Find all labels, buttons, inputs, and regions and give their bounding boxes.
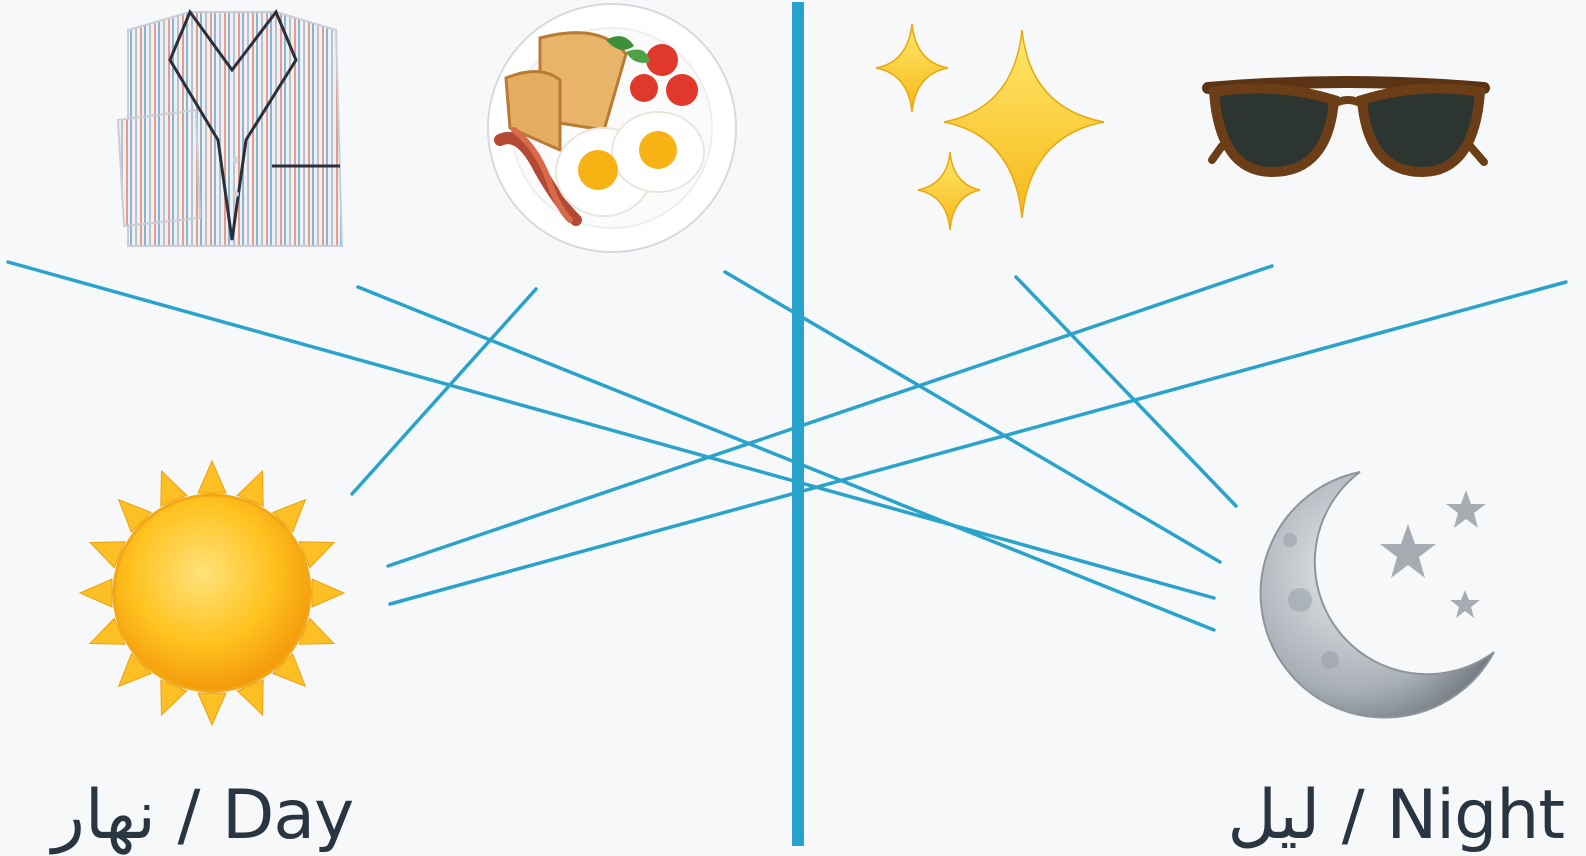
night-label: ليل / Night: [1227, 782, 1564, 850]
connector-line: [390, 282, 1566, 604]
connector-line: [1016, 277, 1236, 506]
sunglasses-icon: [1208, 82, 1484, 172]
sparkles-icon: [876, 24, 1104, 230]
day-label: نهار / Day: [52, 782, 353, 850]
crescent-moon-icon: [1261, 472, 1494, 718]
pajamas-icon: [118, 12, 342, 246]
connector-line: [388, 266, 1272, 566]
breakfast-plate-icon: [488, 4, 736, 252]
sun-icon: [80, 461, 344, 725]
